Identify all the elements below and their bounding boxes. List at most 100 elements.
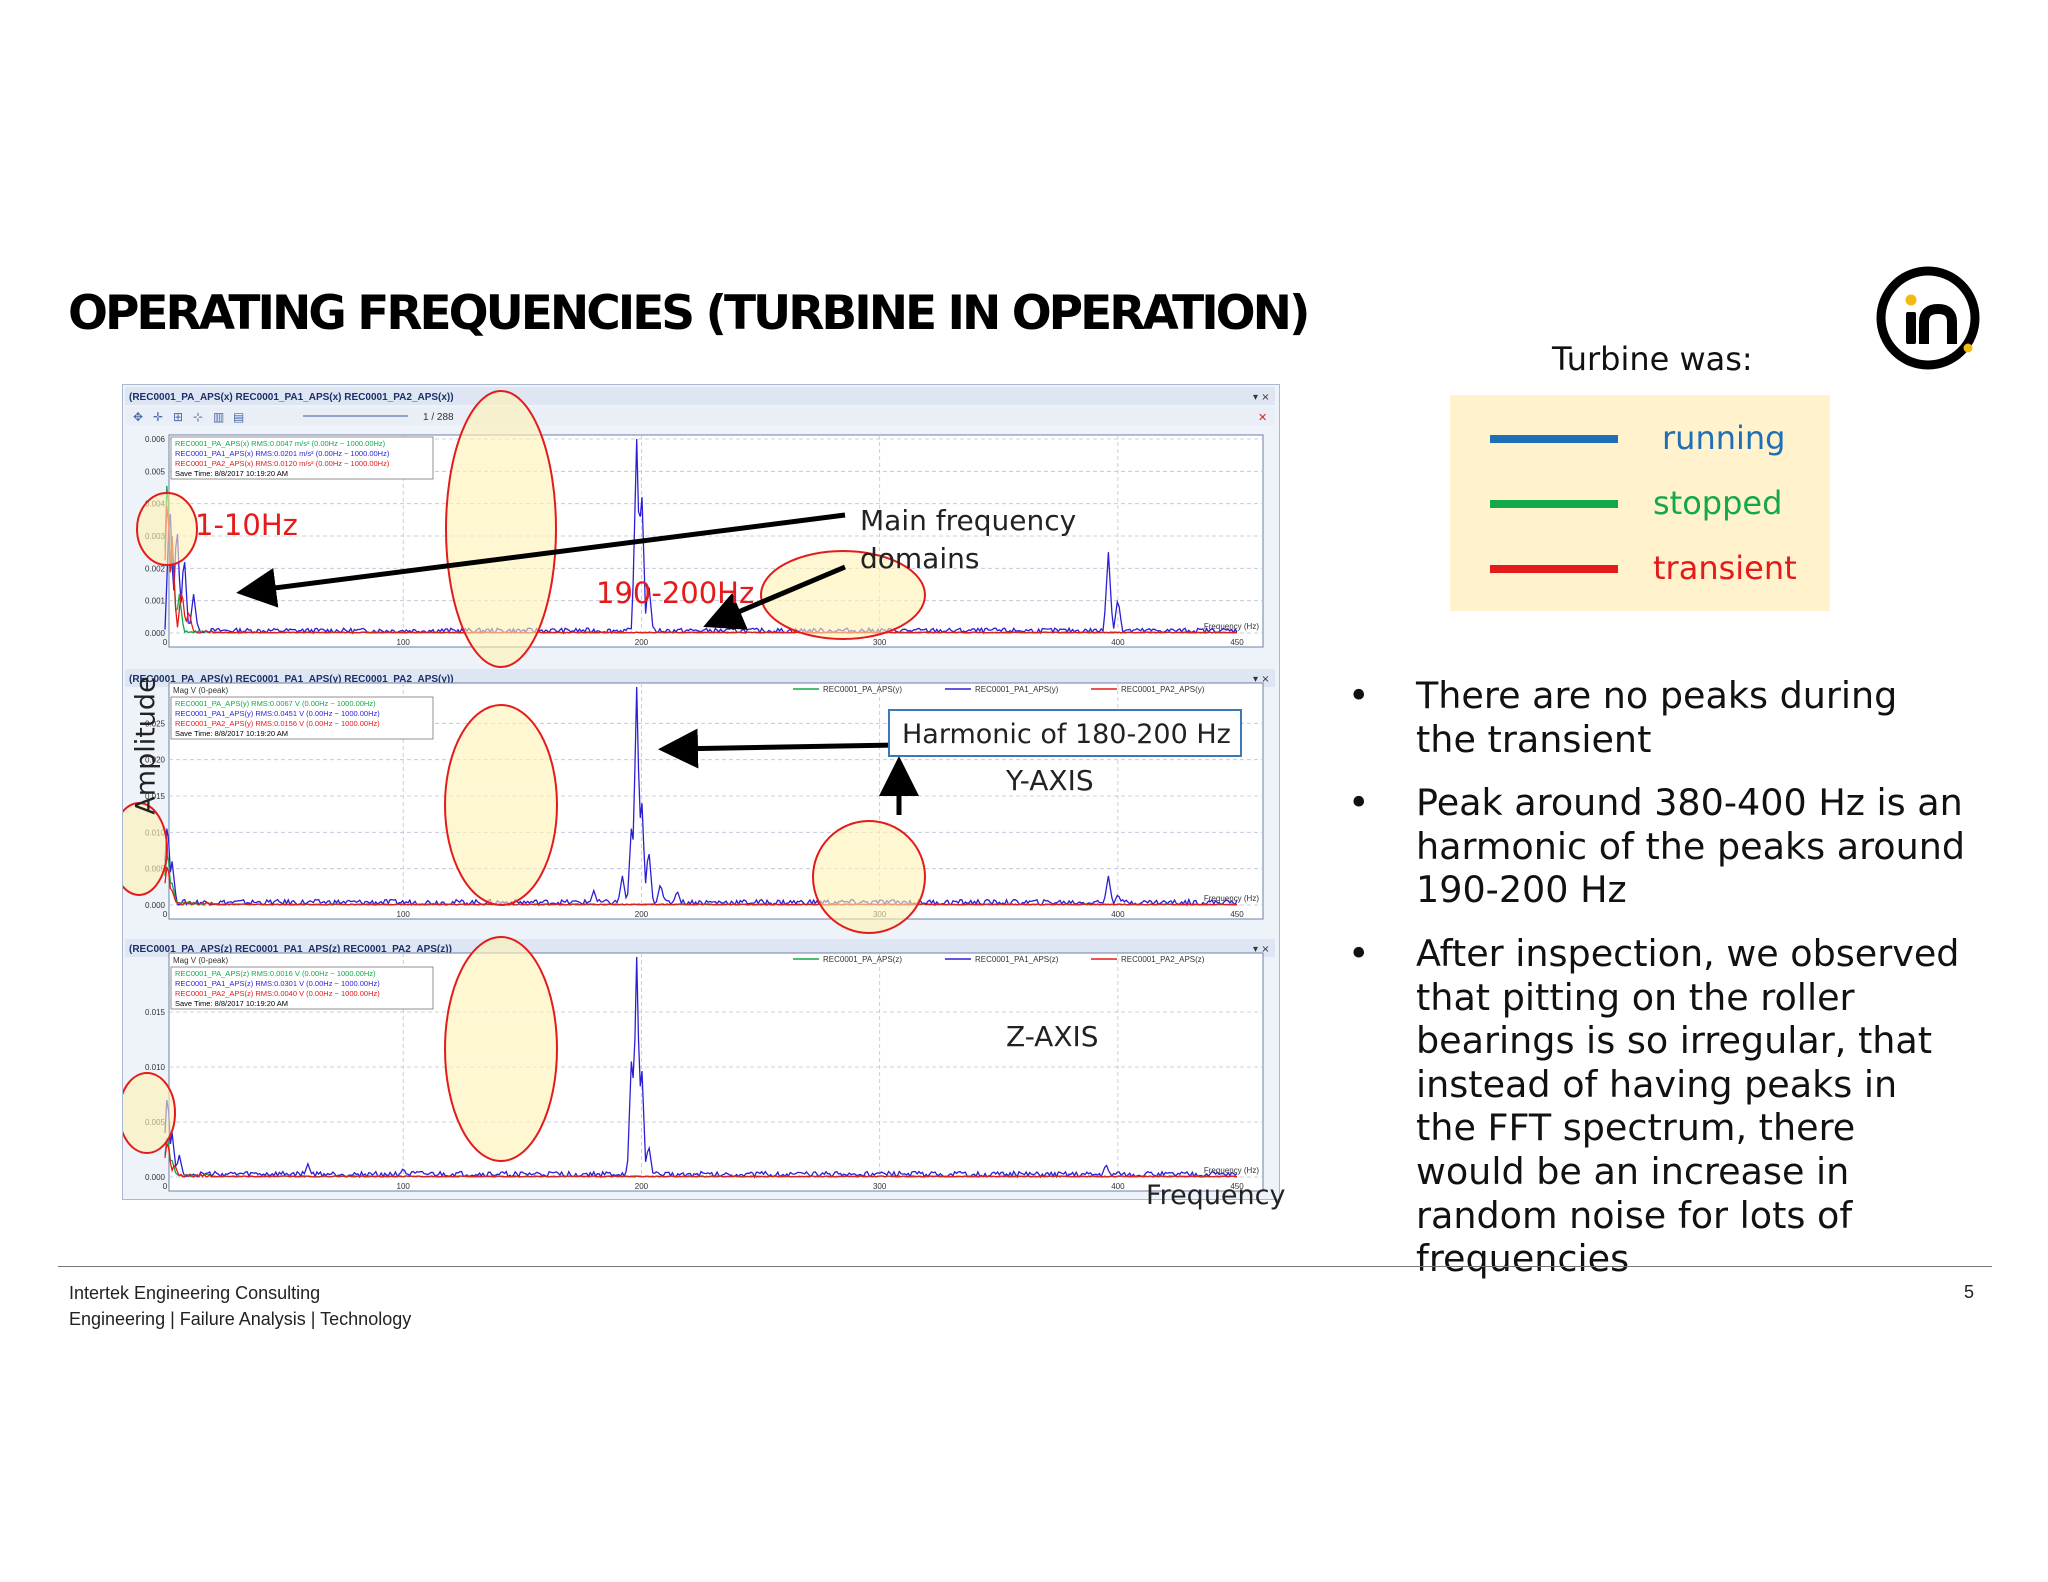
bullet-item: •There are no peaks during the transient bbox=[1348, 674, 1898, 761]
panel-window-controls: ▾ × bbox=[1253, 944, 1270, 955]
x-tick-label: 450 bbox=[1230, 910, 1244, 919]
x-tick-label: 300 bbox=[873, 1182, 887, 1191]
x-tick-label: 0 bbox=[163, 638, 168, 647]
highlight-ellipse bbox=[760, 550, 926, 640]
frequency-axis-label: Frequency bbox=[1146, 1180, 1286, 1211]
toolbar-tool-icon: ▤ bbox=[233, 410, 244, 424]
y-tick-label: 0.006 bbox=[145, 435, 166, 444]
x-tick-label: 450 bbox=[1230, 638, 1244, 647]
legend-entry: REC0001_PA_APS(z) bbox=[823, 955, 902, 964]
info-line: Save Time: 8/8/2017 10:19:20 AM bbox=[175, 729, 288, 738]
highlight-ellipse bbox=[123, 802, 168, 896]
legend-label-stopped: stopped bbox=[1653, 484, 1783, 522]
annotation-1-10hz: 1-10Hz bbox=[195, 508, 298, 542]
spectrum-series-line bbox=[164, 1143, 1238, 1179]
legend-line-stopped bbox=[1490, 500, 1618, 508]
page-number: 5 bbox=[1964, 1282, 1975, 1302]
footer-divider bbox=[58, 1266, 1992, 1267]
highlight-ellipse bbox=[444, 936, 558, 1162]
toolbar-tool-icon: ✛ bbox=[153, 410, 163, 424]
info-line: REC0001_PA1_APS(y) RMS:0.0451 V (0.00Hz … bbox=[175, 709, 380, 718]
x-tick-label: 0 bbox=[163, 1182, 168, 1191]
footer-company: Intertek Engineering Consulting bbox=[69, 1283, 321, 1303]
x-tick-label: 0 bbox=[163, 910, 168, 919]
info-line: REC0001_PA2_APS(z) RMS:0.0040 V (0.00Hz … bbox=[175, 989, 380, 998]
footer-tagline: Engineering | Failure Analysis | Technol… bbox=[69, 1309, 412, 1329]
info-line: REC0001_PA_APS(x) RMS:0.0047 m/s² (0.00H… bbox=[175, 439, 386, 448]
legend-label-transient: transient bbox=[1653, 549, 1797, 587]
y-tick-label: 0.025 bbox=[145, 719, 166, 728]
toolbar-close-icon: ✕ bbox=[1258, 411, 1267, 424]
spectrum-series-line bbox=[164, 956, 1238, 1179]
info-line: REC0001_PA2_APS(x) RMS:0.0120 m/s² (0.00… bbox=[175, 459, 390, 468]
annotation-harmonic: Harmonic of 180-200 Hz bbox=[888, 709, 1242, 757]
legend-entry: REC0001_PA1_APS(y) bbox=[975, 685, 1059, 694]
x-tick-label: 200 bbox=[635, 638, 649, 647]
x-tick-label: 400 bbox=[1111, 638, 1125, 647]
y-tick-label: 0.002 bbox=[145, 564, 166, 573]
info-line: REC0001_PA1_APS(x) RMS:0.0201 m/s² (0.00… bbox=[175, 449, 390, 458]
highlight-ellipse bbox=[445, 390, 557, 668]
y-tick-label: 0.000 bbox=[145, 901, 166, 910]
y-tick-label: 0.015 bbox=[145, 1008, 166, 1017]
info-box-frame bbox=[170, 696, 434, 740]
y-tick-label: 0.005 bbox=[145, 467, 166, 476]
legend-line-transient bbox=[1490, 565, 1618, 573]
legend-entry: REC0001_PA2_APS(z) bbox=[1121, 955, 1205, 964]
legend-entry: REC0001_PA1_APS(z) bbox=[975, 955, 1059, 964]
info-line: REC0001_PA_APS(z) RMS:0.0016 V (0.00Hz ~… bbox=[175, 969, 376, 978]
annotation-arrow bbox=[658, 728, 900, 769]
amplitude-axis-label: Amplitude bbox=[130, 676, 162, 815]
panel-title-bar bbox=[125, 387, 1275, 405]
y-tick-label: 0.020 bbox=[145, 756, 166, 765]
y-tick-label: 0.001 bbox=[145, 597, 166, 606]
x-tick-label: 100 bbox=[397, 910, 411, 919]
bullet-item: •Peak around 380-400 Hz is an harmonic o… bbox=[1348, 781, 1966, 912]
info-line: REC0001_PA_APS(y) RMS:0.0067 V (0.00Hz ~… bbox=[175, 699, 376, 708]
legend-entry: REC0001_PA_APS(y) bbox=[823, 685, 902, 694]
intertek-logo-icon bbox=[1876, 266, 1980, 370]
chart-panel-2: (REC0001_PA_APS(z) REC0001_PA1_APS(z) RE… bbox=[125, 939, 1275, 1192]
x-tick-label: 400 bbox=[1111, 1182, 1125, 1191]
info-line: Save Time: 8/8/2017 10:19:20 AM bbox=[175, 999, 288, 1008]
bullet-item: •After inspection, we observed that pitt… bbox=[1348, 931, 1960, 1281]
panel-title: (REC0001_PA_APS(z) REC0001_PA1_APS(z) RE… bbox=[129, 944, 452, 955]
annotation-layer bbox=[123, 390, 926, 1162]
highlight-ellipse bbox=[812, 820, 926, 934]
toolbar-tool-icon: ⊞ bbox=[173, 410, 183, 424]
x-tick-label: 300 bbox=[873, 638, 887, 647]
footer: Intertek Engineering Consulting Engineer… bbox=[69, 1280, 411, 1332]
legend-line-running bbox=[1490, 435, 1618, 443]
annotation-z-axis: Z-AXIS bbox=[1006, 1020, 1099, 1053]
x-tick-label: 100 bbox=[397, 1182, 411, 1191]
x-tick-label: 200 bbox=[635, 910, 649, 919]
bullet-list: •There are no peaks during the transient… bbox=[1348, 674, 1968, 1301]
chart-panel-1: (REC0001_PA_APS(y) REC0001_PA1_APS(y) RE… bbox=[125, 669, 1275, 920]
spectrum-series-line bbox=[164, 505, 1238, 634]
x-tick-label: 200 bbox=[635, 1182, 649, 1191]
y-tick-label: 0.000 bbox=[145, 1173, 166, 1182]
x-axis-title: Frequency (Hz) bbox=[1204, 622, 1259, 631]
highlight-ellipse bbox=[123, 1072, 176, 1154]
x-tick-label: 450 bbox=[1230, 1182, 1244, 1191]
info-box: REC0001_PA_APS(y) RMS:0.0067 V (0.00Hz ~… bbox=[170, 696, 434, 740]
slide-title: OPERATING FREQUENCIES (TURBINE IN OPERAT… bbox=[68, 286, 1310, 341]
spectrum-series-line bbox=[164, 866, 1238, 907]
annotation-arrow bbox=[236, 512, 846, 608]
info-box: REC0001_PA_APS(x) RMS:0.0047 m/s² (0.00H… bbox=[170, 436, 434, 480]
info-box-frame bbox=[170, 436, 434, 480]
highlight-ellipse bbox=[136, 492, 198, 566]
x-tick-label: 400 bbox=[1111, 910, 1125, 919]
annotation-y-axis: Y-AXIS bbox=[1006, 764, 1094, 797]
annotation-arrow bbox=[703, 564, 846, 630]
x-axis-title: Frequency (Hz) bbox=[1204, 1166, 1259, 1175]
legend-entry: REC0001_PA2_APS(y) bbox=[1121, 685, 1205, 694]
annotation-main-frequency-domains: Main frequency domains bbox=[860, 504, 1077, 575]
bullet-icon: • bbox=[1348, 781, 1370, 825]
toolbar-bar bbox=[125, 407, 1275, 425]
info-box-frame bbox=[170, 966, 434, 1010]
x-tick-label: 100 bbox=[397, 638, 411, 647]
toolbar-tool-icon: ▥ bbox=[213, 410, 224, 424]
chart-label: Mag V (0-peak) bbox=[173, 686, 228, 695]
